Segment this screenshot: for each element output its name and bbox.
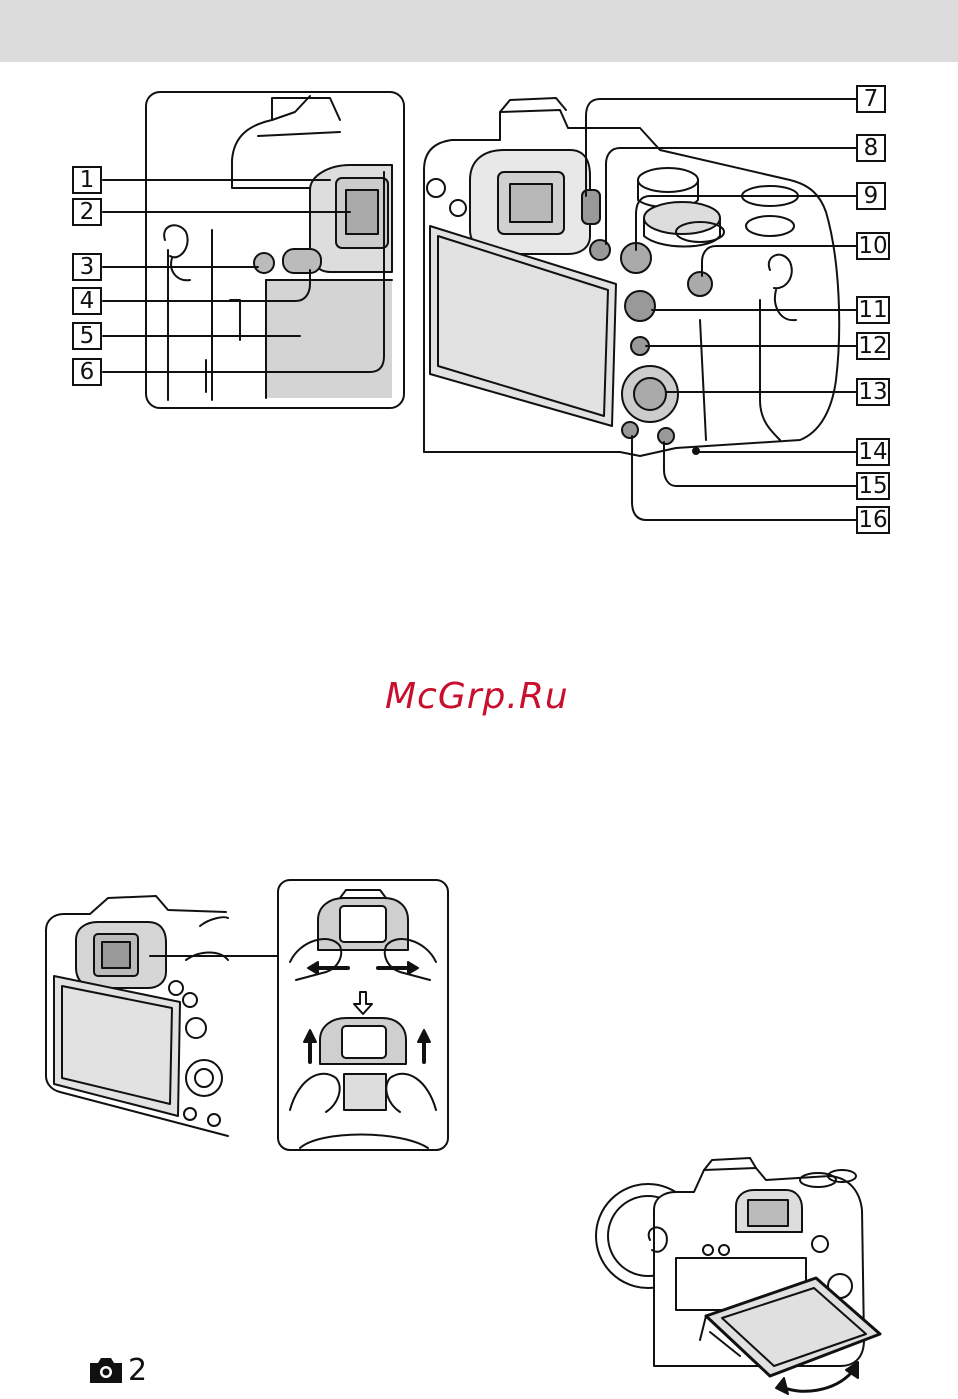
menu-tab-number: 2 [128,1353,147,1388]
callout-2: 2 [72,198,102,226]
callout-5: 5 [72,322,102,350]
camera-back-main [424,98,839,456]
callout-3: 3 [72,253,102,281]
callout-15: 15 [856,472,890,500]
callout-9: 9 [856,182,886,210]
eyecup-scene-camera [46,896,278,1136]
callout-6: 6 [72,358,102,386]
menu-tab-mark: 2 [86,1352,147,1388]
callout-13: 13 [856,378,890,406]
eyecup-removal-inset [278,880,448,1150]
callout-8: 8 [856,134,886,162]
tilt-monitor-scene [596,1158,880,1394]
callout-7: 7 [856,85,886,113]
callout-11: 11 [856,296,890,324]
camera-icon [86,1355,126,1385]
callout-14: 14 [856,438,890,466]
callout-12: 12 [856,332,890,360]
callout-10: 10 [856,232,890,260]
callout-4: 4 [72,287,102,315]
watermark-text: McGrp.Ru [385,676,605,717]
callout-16: 16 [856,506,890,534]
callout-1: 1 [72,166,102,194]
detail-inset [146,92,404,408]
